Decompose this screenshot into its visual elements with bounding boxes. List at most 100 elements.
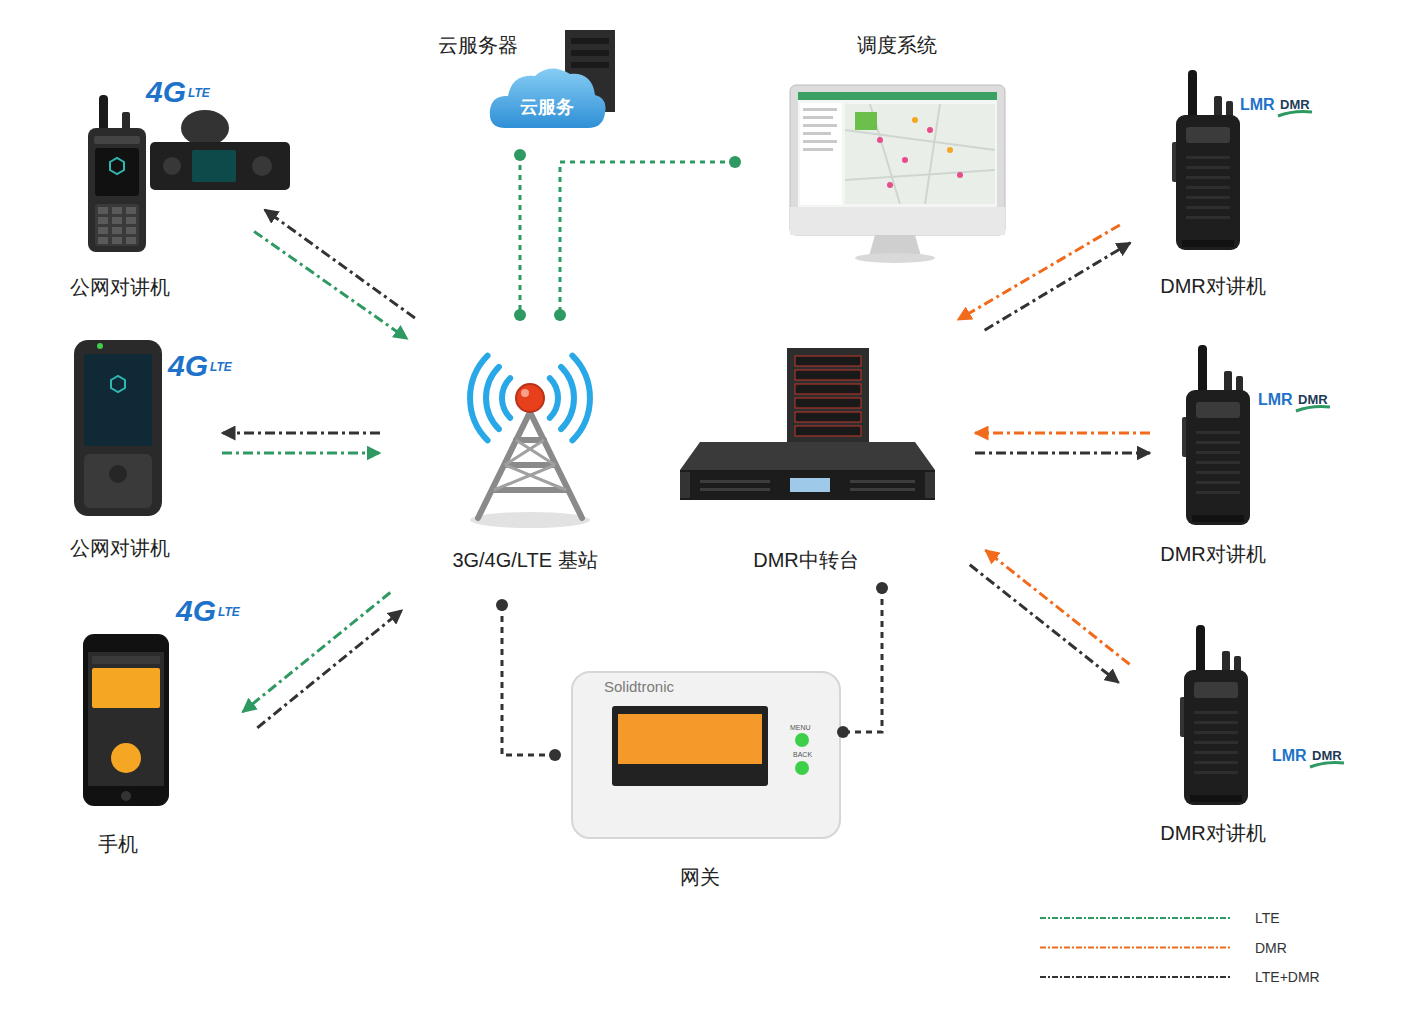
connector-dot: [876, 582, 888, 594]
badge-label: LMR: [1272, 747, 1307, 765]
illustration-part: [912, 117, 918, 123]
connector: [975, 452, 1150, 455]
dmr-radios: [1172, 70, 1344, 805]
illustration-part: [74, 340, 162, 516]
legend-swatch: [1040, 976, 1232, 978]
badge-label: BACK: [793, 751, 812, 759]
illustration-part: [126, 207, 136, 214]
illustration-part: [486, 367, 499, 429]
illustration-part: [252, 156, 272, 176]
illustration-part: [803, 140, 837, 143]
illustration-part: [795, 426, 861, 436]
legend-text: LTE: [1255, 909, 1280, 927]
illustration-part: [150, 142, 290, 190]
illustration-part: [790, 207, 1005, 235]
illustration-part: [84, 354, 152, 446]
illustration-part: [1310, 763, 1344, 768]
illustration-part: [700, 480, 770, 483]
badge-label: 4G: [146, 76, 186, 108]
illustration-part: [845, 104, 995, 204]
illustration-part: [163, 157, 181, 175]
illustration-part: [1172, 70, 1240, 250]
illustration-part: [790, 478, 830, 492]
illustration-part: [798, 92, 997, 100]
illustration-part: [787, 348, 869, 442]
illustration-part: [470, 356, 590, 441]
illustration-part: [803, 132, 831, 135]
badge-label: 4G: [168, 350, 208, 382]
legend-swatch: [1040, 947, 1232, 949]
connector: [257, 610, 402, 728]
connector-dot: [729, 156, 741, 168]
illustration-part: [795, 384, 861, 394]
illustration-part: [94, 136, 140, 144]
illustration-part: [877, 127, 963, 188]
illustration-part: [795, 370, 861, 380]
illustration-part: [521, 389, 529, 397]
rugged-lte-radio: [74, 340, 162, 516]
illustration-part: [680, 442, 935, 470]
illustration-part: [571, 38, 609, 44]
illustration-part: [855, 112, 877, 130]
node-label: 公网对讲机: [70, 275, 170, 299]
connector: [519, 155, 522, 315]
illustration-part: [795, 412, 861, 422]
illustration-part: [112, 227, 122, 234]
illustration-part: [98, 217, 108, 224]
legend-swatch: [1040, 917, 1232, 919]
badge-label: LMR: [1258, 391, 1293, 409]
device-node: 调度系统: [785, 28, 1010, 273]
node-label: 手机: [98, 832, 138, 856]
illustration-part: [803, 108, 837, 111]
badge-label: MENU: [790, 724, 811, 732]
illustration-part: [95, 148, 139, 196]
illustration-part: [795, 733, 809, 747]
illustration-part: [902, 157, 908, 163]
illustration-part: [845, 170, 995, 180]
dispatch-monitor: [790, 85, 1005, 263]
illustration-part: [181, 110, 229, 146]
badge-label: 4G: [176, 595, 216, 627]
illustration-part: [572, 356, 590, 441]
illustration-part: [803, 124, 837, 127]
illustration-part: [92, 656, 160, 664]
device-node: DMR中转台: [675, 340, 940, 580]
illustration-part: [561, 367, 574, 429]
illustration-part: [470, 356, 488, 441]
connector-dot: [549, 749, 561, 761]
node-label: 网关: [680, 865, 720, 889]
connector-dot: [514, 149, 526, 161]
illustration-part: [494, 440, 566, 490]
base-station: [470, 356, 590, 528]
connector: [560, 162, 735, 315]
device-node: 3G/4G/LTE 基站: [440, 335, 610, 580]
device-node: 手机: [75, 630, 175, 860]
device-node: DMR对讲机: [1150, 345, 1330, 570]
badge-label: DMR: [1312, 748, 1342, 764]
illustration-part: [478, 412, 582, 518]
connector: [843, 588, 882, 732]
connector: [222, 452, 380, 455]
illustration-part: [98, 207, 136, 244]
badge-label: LTE: [188, 86, 210, 100]
node-label: DMR对讲机: [1160, 274, 1266, 298]
illustration-part: [470, 512, 590, 528]
illustration-part: [1182, 345, 1250, 525]
node-label: DMR中转台: [753, 548, 859, 572]
badge-label: LMR: [1240, 96, 1275, 114]
illustration-part: [505, 465, 566, 490]
node-label: 3G/4G/LTE 基站: [452, 548, 597, 572]
connector: [222, 432, 380, 435]
illustration-part: [957, 172, 963, 178]
connector: [254, 231, 407, 339]
badge-label: LTE: [218, 605, 240, 619]
illustration-part: [550, 378, 558, 418]
illustration-part: [803, 148, 833, 151]
device-node: 网关: [568, 668, 843, 893]
illustration-part: [850, 488, 915, 491]
illustration-part: [680, 470, 935, 500]
illustration-part: [192, 150, 236, 182]
illustration-part: [92, 668, 160, 708]
